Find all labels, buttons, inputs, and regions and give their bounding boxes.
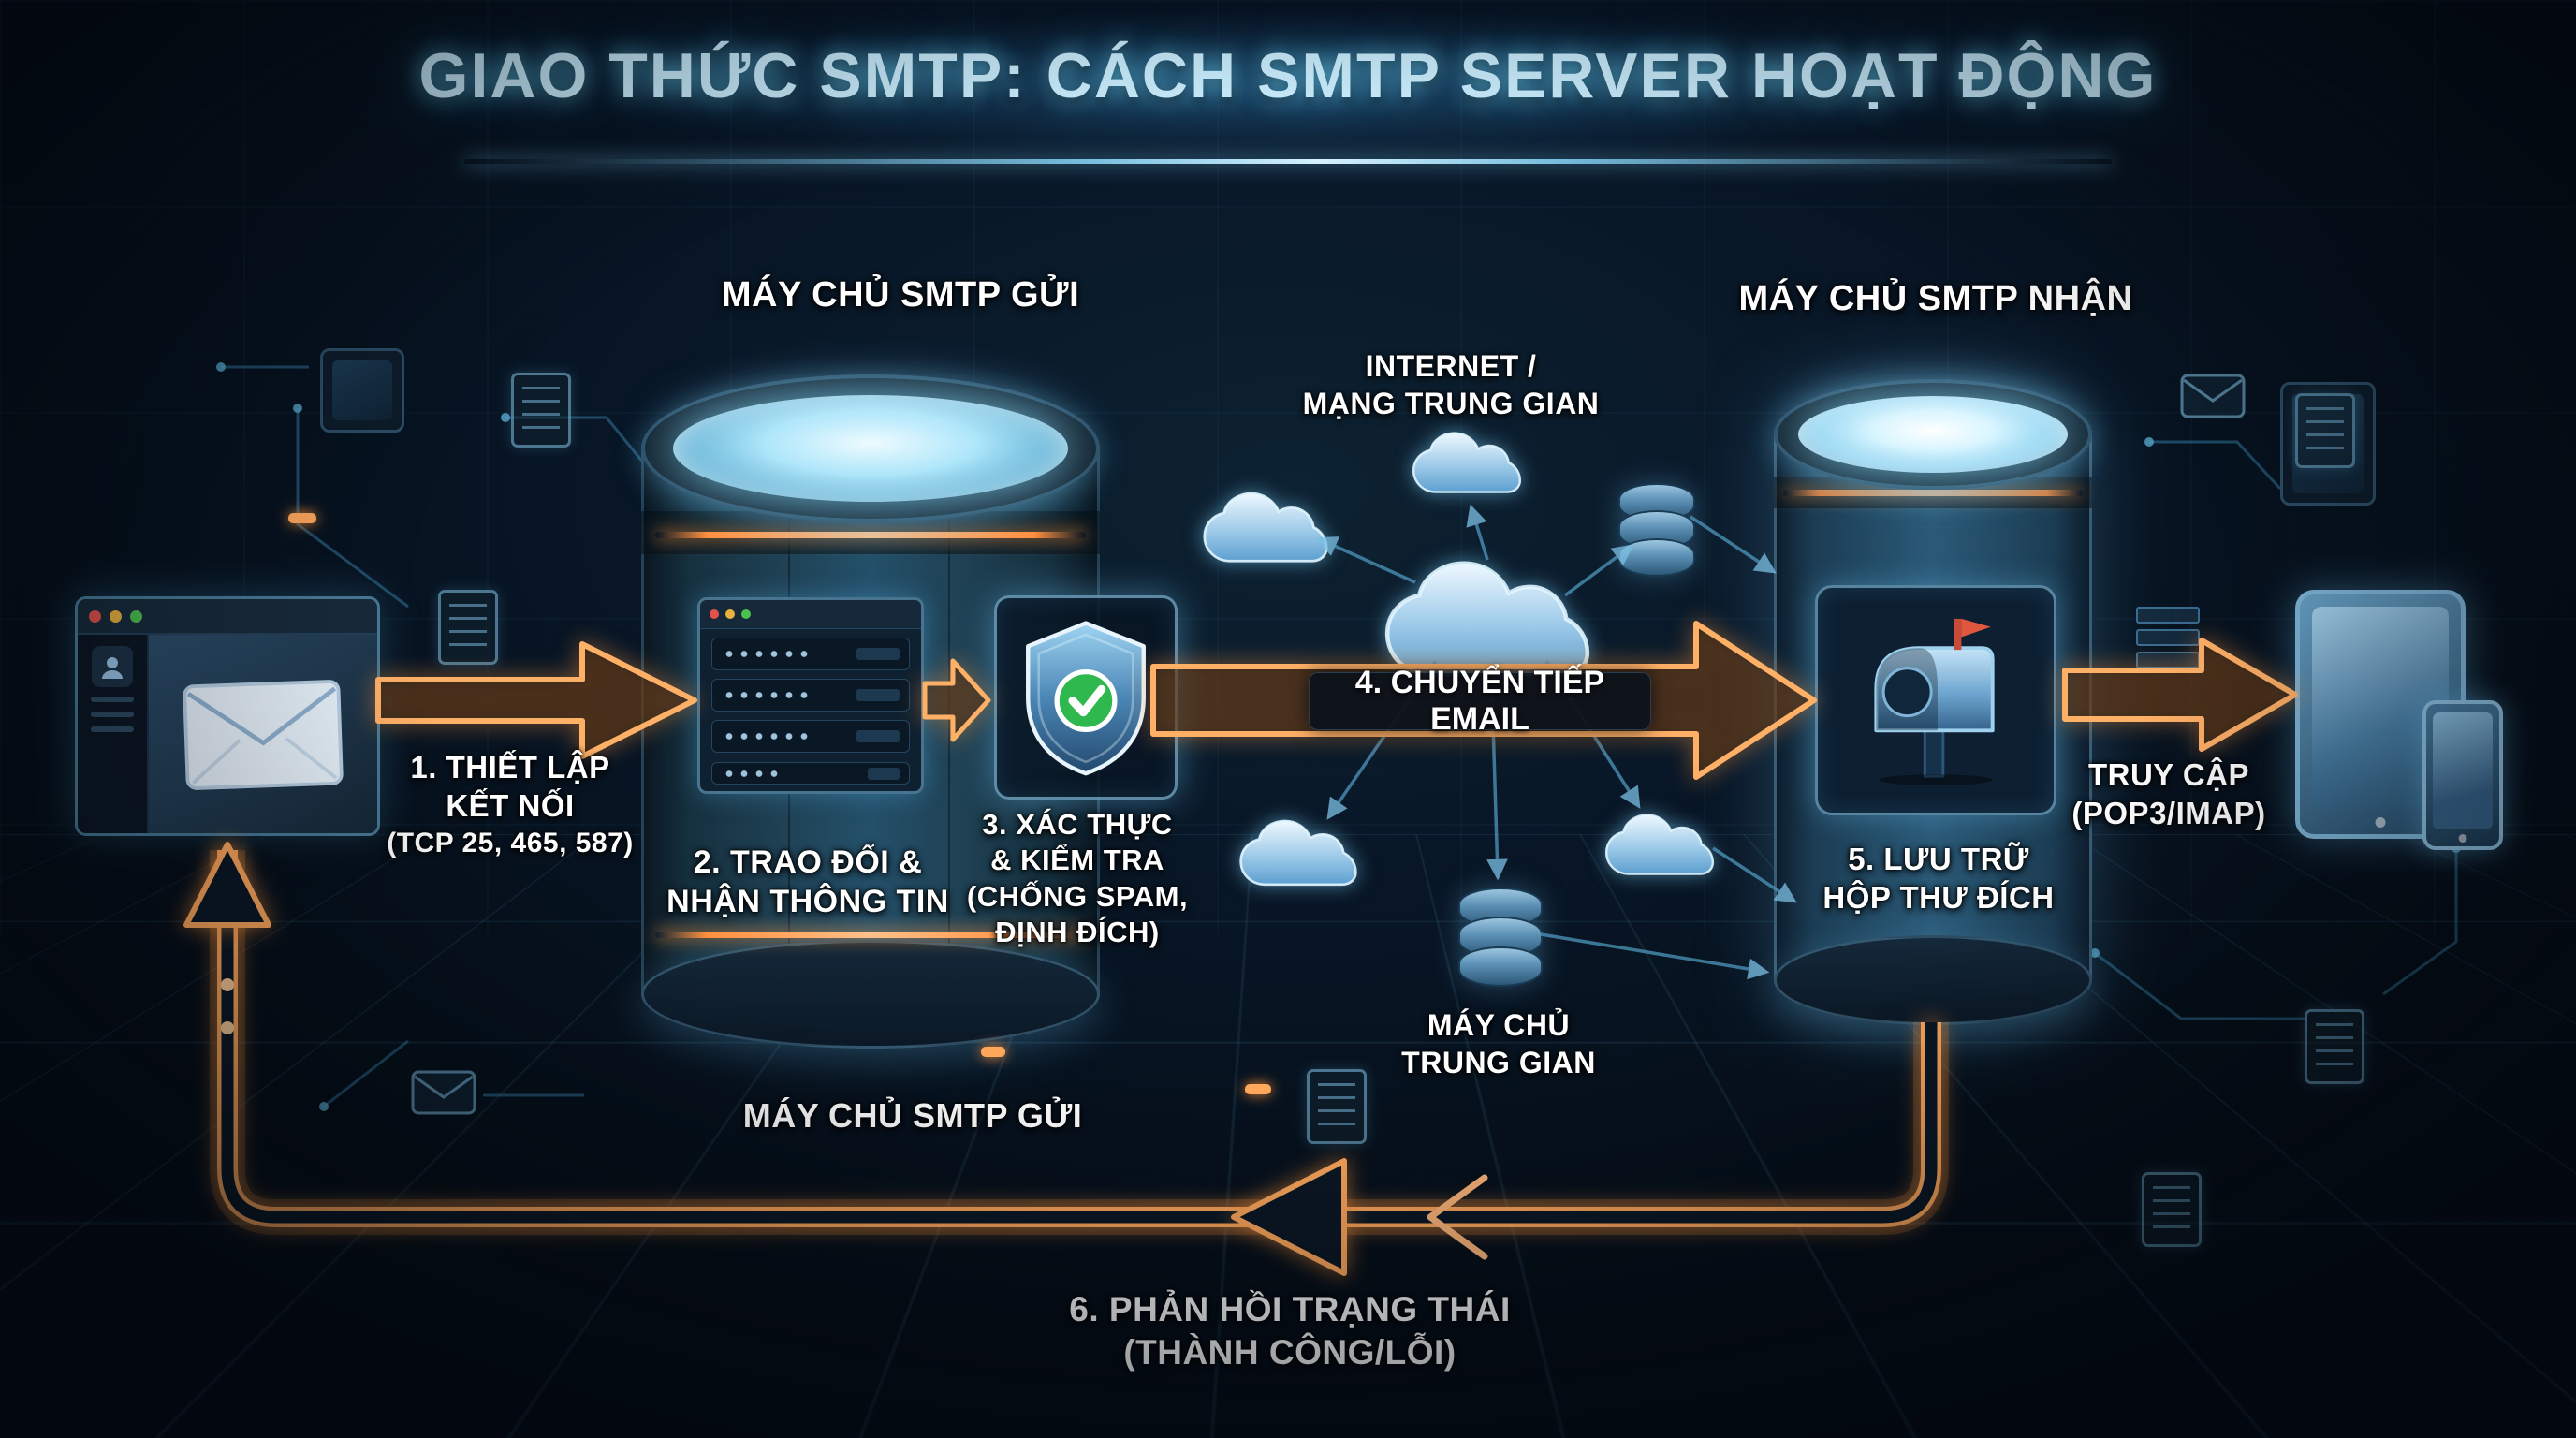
mailbox-icon [1844,613,2027,787]
database-icon [1618,483,1691,577]
data-dots [722,691,813,699]
envelope-icon [181,677,345,793]
led-light [1245,1084,1271,1094]
database-icon-intermediate [1458,888,1539,987]
window-titlebar [78,599,377,635]
sidebar-line [91,726,134,732]
db-disc [1618,538,1695,577]
data-dots [722,732,813,741]
verification-panel [994,595,1178,800]
page-title: GIAO THỨC SMTP: CÁCH SMTP SERVER HOẠT ĐỘ… [0,39,2576,112]
window-dot-red [89,610,101,623]
window-dot-green [130,610,142,623]
smtp-exchange-panel [697,597,924,794]
document-icon [2142,1172,2202,1247]
db-disc [1458,946,1543,987]
envelope-deco-icon [2179,373,2247,419]
mailbox-panel [1815,585,2056,815]
panel-row [711,762,910,785]
document-icon [2295,393,2355,468]
label-access: TRUY CẬP (POP3/IMAP) [2024,756,2314,833]
phone-home-button [2459,834,2467,843]
panel-chip [856,689,900,701]
rack-bar [2136,607,2200,624]
label-step4: 4. CHUYỂN TIẾP EMAIL [1309,672,1651,730]
label-sender-server-bottom: MÁY CHỦ SMTP GỬI [721,1095,1105,1137]
panel-row [711,720,910,753]
label-step1: 1. THIẾT LẬP KẾT NỐI (TCP 25, 465, 587) [370,749,651,860]
title-underline [464,159,2112,164]
data-dots [722,770,782,778]
server-rack-icon [2136,607,2200,668]
data-dots [722,650,813,658]
cloud-icon [1200,490,1331,570]
window-body [78,635,377,835]
return-glow-dot [221,1021,234,1034]
label-step3: 3. XÁC THỰC & KIỂM TRA (CHỐNG SPAM, ĐỊNH… [930,807,1224,951]
document-icon [511,373,571,448]
panel-chip [856,648,900,660]
label-internet: INTERNET / MẠNG TRUNG GIAN [1282,348,1619,422]
window-dot-green [741,609,751,619]
led-light [981,1047,1005,1057]
server-accent-stripe [1783,490,2083,496]
label-step6: 6. PHẢN HỒI TRẠNG THÁI (THÀNH CÔNG/LỖI) [1046,1288,1533,1374]
client-main-area [149,635,377,835]
window-dot-yellow [725,609,735,619]
label-step2: 2. TRAO ĐỔI & NHẬN THÔNG TIN [646,843,970,921]
return-chevron [1430,1178,1485,1256]
window-dot-yellow [110,610,122,623]
client-sidebar [78,635,149,835]
server-accent-stripe [655,532,1087,538]
email-client-window [75,596,380,836]
server-base [1774,935,2092,1025]
panel-row [711,679,910,712]
sidebar-line [91,712,134,717]
panel-chip [856,730,900,742]
window-dot-red [710,609,719,619]
panel-chip [868,768,900,780]
server-top-glow [1798,396,2068,473]
shield-check-icon [1016,614,1156,781]
led-light [288,513,316,523]
rack-bar [2136,629,2200,646]
rack-bar [2136,652,2200,668]
envelope-deco-icon [410,1069,477,1116]
smtp-receiver-server [1774,379,2092,1025]
document-icon [438,590,498,665]
document-icon [2305,1009,2364,1084]
cloud-icon [1603,812,1717,882]
return-glow-dot [221,978,234,991]
server-top-rim [641,374,1100,522]
server-top-rim [1774,379,2092,490]
return-arrowhead-up [186,844,269,925]
cloud-links [1320,508,1793,972]
label-receiver-server: MÁY CHỦ SMTP NHẬN [1720,277,2151,321]
server-top-glow [673,395,1068,502]
cloud-icon [1410,430,1524,500]
label-sender-server: MÁY CHỦ SMTP GỬI [690,273,1111,317]
monitor-chip-icon [320,348,404,433]
return-arrowhead-left [1234,1161,1344,1273]
label-step5: 5. LƯU TRỮ HỘP THƯ ĐÍCH [1793,841,2084,917]
server-base [641,940,1100,1049]
tablet-home-button [2376,817,2386,828]
avatar-icon [92,646,133,687]
label-intermediate-server: MÁY CHỦ TRUNG GIAN [1354,1007,1644,1081]
cloud-icon [1237,817,1360,893]
panel-titlebar [700,600,921,629]
sidebar-line [91,697,134,702]
phone-screen [2433,712,2493,829]
chip-screen [332,360,392,420]
phone-icon [2422,700,2503,850]
panel-row [711,638,910,670]
